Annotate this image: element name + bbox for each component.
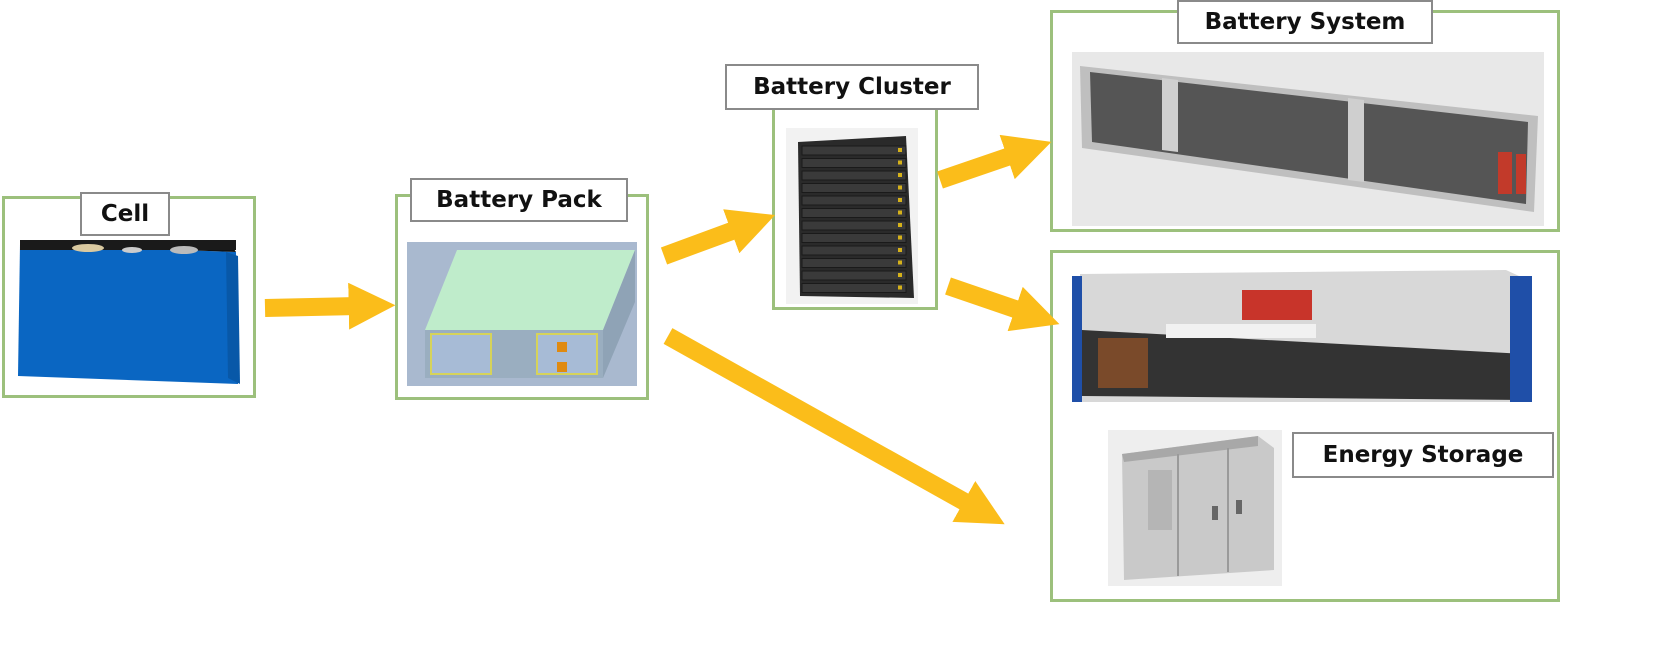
cluster-module-indicator [898,248,902,252]
cluster-module-row [801,283,907,293]
arrow-pack-to-cluster [660,209,776,265]
battery-pack-label: Battery Pack [410,178,628,222]
cell-image [18,240,240,384]
cluster-module-indicator [898,185,902,190]
battery-cluster-label: Battery Cluster [725,64,979,110]
arrow-pack-to-storage [663,328,1005,525]
cluster-module-indicator [898,148,902,152]
cluster-module-row [801,258,907,268]
cluster-module-row [801,158,907,168]
cluster-module-indicator [898,223,902,227]
battery-system-image [1072,52,1544,226]
cluster-module-indicator [898,160,902,165]
energy-storage-cabinet-image [1108,430,1282,586]
cluster-module-row [801,195,907,206]
cluster-module-row [801,245,907,256]
cluster-module-row [801,220,907,231]
cluster-module-indicator [898,198,902,202]
cluster-module-indicator [898,260,902,265]
cluster-module-row [801,170,907,181]
cluster-module-row [801,145,907,156]
arrow-cluster-to-storage [945,277,1060,332]
cluster-module-row [801,183,907,193]
battery-cluster-image [786,128,918,304]
energy-storage-label: Energy Storage [1292,432,1554,478]
cluster-module-row [801,270,907,281]
cluster-module-row [801,233,907,243]
arrow-cell-to-pack [264,282,396,330]
battery-system-label: Battery System [1177,0,1433,44]
battery-pack-image [407,242,637,386]
cluster-module-indicator [898,173,902,177]
cluster-module-indicator [898,235,902,240]
arrow-cluster-to-system [937,134,1052,189]
cluster-module-row [801,208,907,218]
cell-label: Cell [80,192,170,236]
cluster-module-indicator [898,285,902,290]
energy-storage-container-image [1072,270,1532,402]
cluster-module-indicator [898,210,902,215]
cluster-module-indicator [898,273,902,277]
